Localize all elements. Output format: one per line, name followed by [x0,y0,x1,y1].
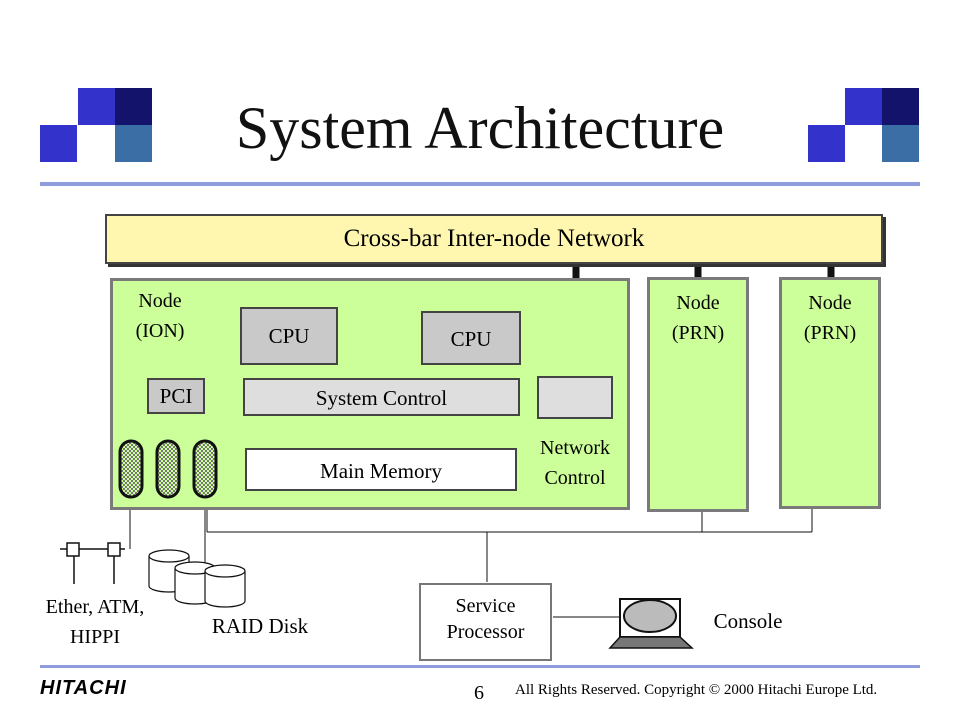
page-title: System Architecture [235,95,725,161]
cpu-box-2: CPU [421,311,521,365]
title-divider [40,182,920,186]
copyright-text: All Rights Reserved. Copyright © 2000 Hi… [515,682,878,698]
node-ion-label: Node(ION) [135,290,185,342]
crossbar-network: Cross-bar Inter-node Network [105,214,883,264]
raid-disk-label: RAID Disk [211,614,309,638]
console-label: Console [713,609,783,633]
node-prn-1-label: Node(PRN) [671,292,725,344]
network-control-box [537,376,613,419]
cpu-box-1: CPU [240,307,338,365]
ether-label: Ether, ATM,HIPPI [45,596,145,648]
raid-disk-icon [148,549,246,608]
footer-divider [40,665,920,668]
node-prn-2-label: Node(PRN) [803,292,857,344]
main-memory-box: Main Memory [245,448,517,491]
io-port-icons [118,439,218,499]
network-connector-icons [66,542,121,557]
system-control-box: System Control [243,378,520,416]
hitachi-logo: HITACHI [40,677,127,699]
page-number: 6 [474,682,484,704]
console-icon [608,598,694,649]
node-prn-2 [779,277,881,509]
node-prn-1 [647,277,749,512]
pci-box: PCI [147,378,205,414]
